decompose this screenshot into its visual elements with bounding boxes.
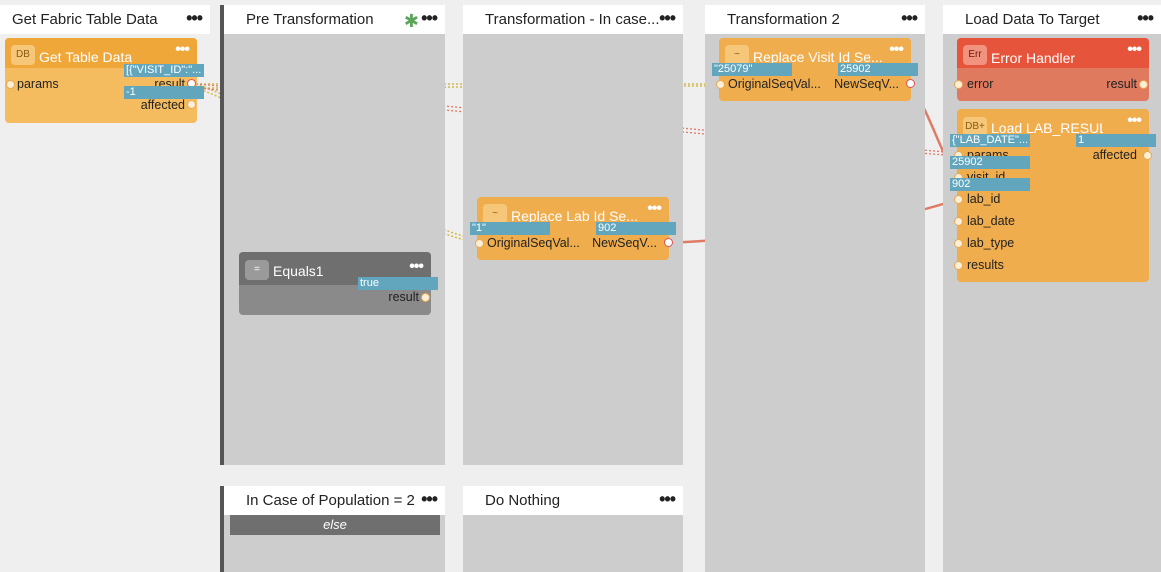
port-original-seq: OriginalSeqVal...: [728, 77, 821, 91]
port-error: error: [967, 77, 994, 91]
tilde-icon: ~: [483, 204, 507, 224]
new-seq-output-pin[interactable]: [664, 238, 673, 247]
visit-id-value-tag: 25902: [950, 156, 1030, 169]
node-title: Equals1: [273, 263, 324, 279]
port-result: result: [388, 290, 419, 304]
port-new-seq: NewSeqV...: [834, 77, 899, 91]
column-body: [224, 34, 445, 465]
node-error-handler[interactable]: Err Error Handler ••• error result: [954, 38, 1149, 101]
port-lab-id: lab_id: [967, 192, 1001, 206]
new-seq-value-tag: 25902: [838, 63, 918, 76]
result-output-pin[interactable]: [1139, 80, 1148, 89]
column-in-case-population: In Case of Population = 2 ••• else: [224, 486, 445, 572]
port-result: result: [1106, 77, 1137, 91]
new-seq-value-tag: 902: [596, 222, 676, 235]
node-header: [957, 38, 1149, 68]
node-title: Replace Visit Id Se...: [753, 49, 883, 65]
node-title: Get Table Data: [39, 49, 133, 65]
node-title: Load LAB_RESULT...: [991, 120, 1103, 136]
column-menu-icon[interactable]: •••: [1137, 8, 1154, 28]
new-seq-output-pin[interactable]: [906, 79, 915, 88]
lab-id-input-pin[interactable]: [954, 195, 963, 204]
error-input-pin[interactable]: [954, 80, 963, 89]
node-header: [5, 38, 197, 68]
column-title: Get Fabric Table Data: [0, 5, 210, 34]
port-new-seq: NewSeqV...: [592, 236, 657, 250]
column-body: [463, 515, 683, 572]
lab-id-value-tag: 902: [950, 178, 1030, 191]
port-original-seq: OriginalSeqVal...: [487, 236, 580, 250]
column-body: else: [224, 515, 445, 572]
column-pre-transformation: Pre Transformation ✱ •••: [224, 5, 445, 465]
params-input-pin[interactable]: [6, 80, 15, 89]
column-title: Pre Transformation: [224, 5, 445, 34]
port-lab-date: lab_date: [967, 214, 1015, 228]
port-affected: affected: [1092, 148, 1137, 162]
node-menu-icon[interactable]: •••: [1127, 112, 1142, 129]
column-menu-icon[interactable]: •••: [421, 8, 438, 28]
column-menu-icon[interactable]: •••: [659, 8, 676, 28]
column-body: [705, 34, 925, 572]
result-value-tag: true: [358, 277, 438, 290]
port-affected: affected: [140, 98, 185, 112]
node-menu-icon[interactable]: •••: [647, 200, 662, 217]
column-menu-icon[interactable]: •••: [186, 8, 203, 28]
column-separator: [220, 5, 224, 465]
column-menu-icon[interactable]: •••: [659, 489, 676, 509]
node-title: Error Handler: [991, 50, 1076, 66]
error-icon: Err: [963, 45, 987, 65]
node-menu-icon[interactable]: •••: [409, 258, 424, 275]
affected-output-pin[interactable]: [187, 100, 196, 109]
column-title: Load Data To Target: [943, 5, 1161, 34]
node-replace-lab-id[interactable]: ~ Replace Lab Id Se... ••• OriginalSeqVa…: [475, 197, 673, 260]
affected-value-tag: -1: [124, 86, 204, 99]
lab-date-input-pin[interactable]: [954, 217, 963, 226]
original-seq-input-pin[interactable]: [716, 80, 725, 89]
port-results: results: [967, 258, 1004, 272]
lab-type-input-pin[interactable]: [954, 239, 963, 248]
port-lab-type: lab_type: [967, 236, 1015, 250]
column-transformation-2: Transformation 2 •••: [705, 5, 925, 572]
node-menu-icon[interactable]: •••: [1127, 41, 1142, 58]
result-value-tag: [{"VISIT_ID":"...: [124, 64, 204, 77]
port-params: params: [17, 77, 59, 91]
results-input-pin[interactable]: [954, 261, 963, 270]
equals-icon: =: [245, 260, 269, 280]
original-seq-input-pin[interactable]: [475, 239, 484, 248]
node-menu-icon[interactable]: •••: [175, 41, 190, 58]
database-insert-icon: DB+: [963, 117, 987, 137]
column-menu-icon[interactable]: •••: [901, 8, 918, 28]
column-title: Transformation - In case...: [463, 5, 683, 34]
column-menu-icon[interactable]: •••: [421, 489, 438, 509]
affected-output-pin[interactable]: [1143, 151, 1152, 160]
params-value-tag: {"LAB_DATE"...: [950, 134, 1030, 147]
node-get-table-data[interactable]: DB Get Table Data ••• params result affe…: [5, 38, 197, 123]
original-seq-value-tag: "1": [470, 222, 550, 235]
column-title: Transformation 2: [705, 5, 925, 34]
column-title: Do Nothing: [463, 486, 683, 515]
node-title: Replace Lab Id Se...: [511, 208, 638, 224]
original-seq-value-tag: "25079": [712, 63, 792, 76]
asterisk-icon: ✱: [403, 11, 419, 31]
tilde-icon: ~: [725, 45, 749, 65]
database-icon: DB: [11, 45, 35, 65]
column-do-nothing: Do Nothing •••: [463, 486, 683, 572]
else-branch-label[interactable]: else: [230, 515, 440, 535]
column-get-fabric-table-data: Get Fabric Table Data •••: [0, 5, 210, 572]
column-separator: [220, 486, 224, 572]
affected-value-tag: 1: [1076, 134, 1156, 147]
column-title: In Case of Population = 2: [224, 486, 445, 515]
result-output-pin[interactable]: [421, 293, 430, 302]
node-menu-icon[interactable]: •••: [889, 41, 904, 58]
